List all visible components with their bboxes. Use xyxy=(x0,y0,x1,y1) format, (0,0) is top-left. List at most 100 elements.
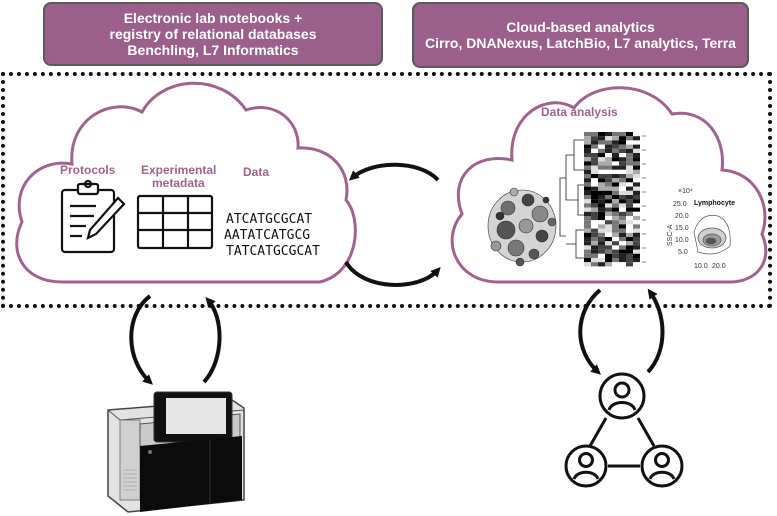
protocols-label: Protocols xyxy=(60,163,116,177)
heatmap-cell xyxy=(619,178,626,183)
heatmap-cell xyxy=(619,228,626,233)
heatmap-cell xyxy=(619,132,626,137)
heatmap-cell xyxy=(584,136,591,141)
scatter-y-tick-2: 20.0 xyxy=(675,213,689,220)
heatmap-cell xyxy=(605,157,612,162)
heatmap-cell xyxy=(612,140,619,145)
table-grid-icon xyxy=(136,194,214,250)
heatmap-cell xyxy=(591,174,598,179)
heatmap-cell xyxy=(626,216,633,221)
heatmap-cell xyxy=(626,207,633,212)
heatmap-cell xyxy=(633,207,640,212)
heatmap-cell xyxy=(619,237,626,242)
heatmap-cell xyxy=(605,132,612,137)
heatmap-cell xyxy=(605,190,612,195)
cycle-arrows-icon xyxy=(344,162,441,287)
heatmap-cell xyxy=(633,190,640,195)
heatmap-cell xyxy=(619,161,626,166)
heatmap-cell xyxy=(619,190,626,195)
heatmap-cell xyxy=(591,232,598,237)
heatmap-cell xyxy=(591,203,598,208)
scatter-y-label: SSC-A xyxy=(667,224,674,246)
heatmap-cell xyxy=(612,262,619,267)
heatmap-cell xyxy=(584,174,591,179)
heatmap-cell xyxy=(598,207,605,212)
heatmap-cell xyxy=(619,207,626,212)
scatter-y-tick-5: 5.0 xyxy=(678,249,688,256)
heatmap-cell xyxy=(619,203,626,208)
heatmap-cell xyxy=(612,165,619,170)
heatmap-cell xyxy=(626,132,633,137)
heatmap-cell xyxy=(619,262,626,267)
heatmap-cell xyxy=(626,232,633,237)
heatmap-cell xyxy=(598,144,605,149)
heatmap-cell xyxy=(633,174,640,179)
heatmap-cell xyxy=(598,178,605,183)
dna-line-3: TATCATGCGCAT xyxy=(226,244,320,259)
heatmap-cell xyxy=(612,220,619,225)
heatmap-cell xyxy=(619,186,626,191)
heatmap-cell xyxy=(626,153,633,158)
heatmap-cell xyxy=(598,169,605,174)
heatmap-cell xyxy=(591,136,598,141)
heatmap-cell xyxy=(598,174,605,179)
heatmap-cell xyxy=(598,132,605,137)
heatmap-cell xyxy=(584,132,591,137)
heatmap-cell xyxy=(633,232,640,237)
heatmap-cell xyxy=(584,165,591,170)
heatmap-cell xyxy=(626,237,633,242)
heatmap-cell xyxy=(598,148,605,153)
heatmap-cell xyxy=(605,220,612,225)
heatmap-cell xyxy=(612,169,619,174)
heatmap-cell xyxy=(591,178,598,183)
banner-eln-line3: Benchling, L7 Informatics xyxy=(127,42,299,58)
heatmap-cell xyxy=(619,144,626,149)
heatmap-cell xyxy=(626,258,633,263)
heatmap-cell xyxy=(605,232,612,237)
heatmap-cell xyxy=(584,195,591,200)
heatmap-cell xyxy=(626,165,633,170)
heatmap-cell xyxy=(591,157,598,162)
heatmap-cell xyxy=(612,224,619,229)
heatmap-cell xyxy=(584,169,591,174)
heatmap-cell xyxy=(626,144,633,149)
scatter-y-tick-4: 10.0 xyxy=(675,237,689,244)
experimental-label: Experimental xyxy=(141,163,216,177)
network-cluster-plot xyxy=(487,187,557,267)
heatmap-cell xyxy=(598,262,605,267)
heatmap-cell xyxy=(605,186,612,191)
heatmap-cell xyxy=(605,140,612,145)
heatmap-cell xyxy=(612,228,619,233)
heatmap-cell xyxy=(633,153,640,158)
heatmap-cell xyxy=(612,161,619,166)
heatmap-cell xyxy=(598,153,605,158)
heatmap-cell xyxy=(626,249,633,254)
heatmap-cell xyxy=(619,169,626,174)
heatmap-cell xyxy=(626,199,633,204)
heatmap-cell xyxy=(584,178,591,183)
heatmap-cell xyxy=(626,161,633,166)
heatmap-cell xyxy=(591,190,598,195)
heatmap-cell xyxy=(626,140,633,145)
heatmap-cell xyxy=(612,144,619,149)
heatmap-cell xyxy=(633,140,640,145)
heatmap-cell xyxy=(584,224,591,229)
heatmap-cell xyxy=(605,199,612,204)
heatmap-cell xyxy=(605,174,612,179)
heatmap-cell xyxy=(584,144,591,149)
heatmap-cell xyxy=(598,161,605,166)
heatmap-cell xyxy=(619,216,626,221)
heatmap-cell xyxy=(584,157,591,162)
heatmap-cell xyxy=(626,190,633,195)
heatmap-cell xyxy=(633,178,640,183)
heatmap-cell xyxy=(633,182,640,187)
heatmap-cell xyxy=(591,253,598,258)
heatmap-cell xyxy=(612,216,619,221)
heatmap-cell xyxy=(598,258,605,263)
heatmap-cell xyxy=(612,157,619,162)
heatmap-cell xyxy=(605,203,612,208)
heatmap-cell xyxy=(633,241,640,246)
heatmap-cell xyxy=(633,237,640,242)
heatmap-cell xyxy=(605,153,612,158)
heatmap-cell xyxy=(584,216,591,221)
